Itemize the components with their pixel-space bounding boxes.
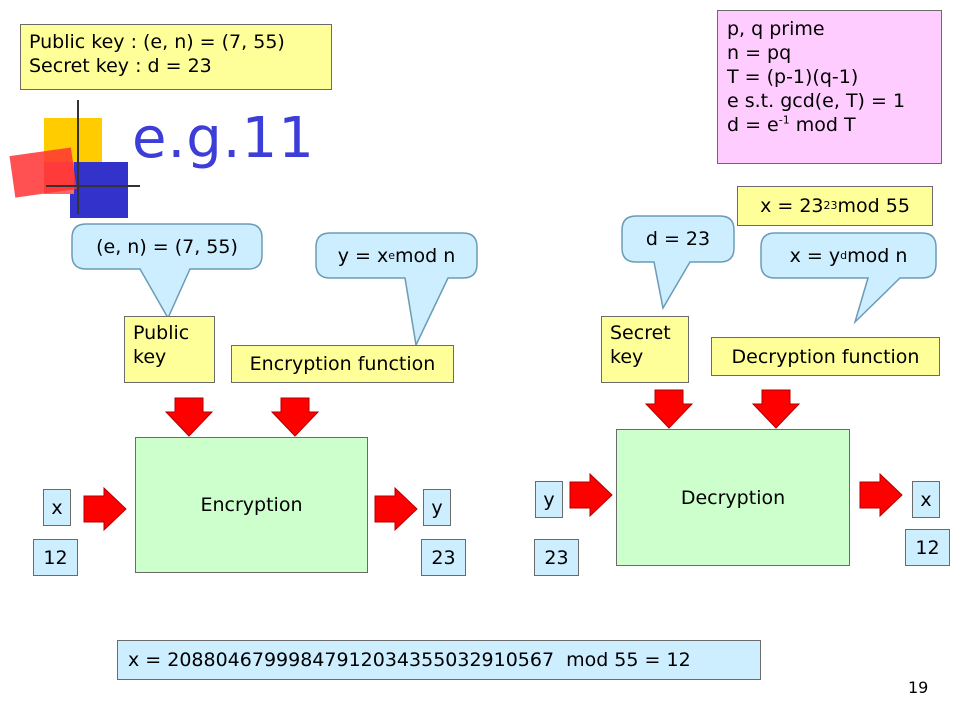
public-key-callout-text: (e, n) = (7, 55) <box>96 235 238 258</box>
encryption-function-label: Encryption function <box>231 345 454 383</box>
encryption-output-arrow <box>374 486 418 532</box>
slide-number: 19 <box>908 678 929 697</box>
decryption-output-arrow <box>859 472 903 518</box>
decryption-input-variable: y <box>535 481 563 518</box>
encryption-output-value: 23 <box>421 539 466 576</box>
slide-title: e.g.11 <box>132 106 315 171</box>
secret-key-callout-text: d = 23 <box>645 228 711 250</box>
decryption-output-variable: x <box>912 481 940 518</box>
rsa-line-d: d = e-1 mod T <box>727 113 856 136</box>
secret-key-callout-bubble <box>621 215 735 311</box>
encryption-input-value: 12 <box>33 539 78 576</box>
decryption-function-callout-bubble <box>760 232 937 325</box>
decryption-function-down-arrow <box>751 389 801 429</box>
encryption-block: Encryption <box>135 437 368 573</box>
encryption-function-callout-bubble <box>315 232 478 348</box>
public-key-down-arrow <box>164 397 214 437</box>
decryption-block: Decryption <box>616 429 850 566</box>
rsa-line-e: e s.t. gcd(e, T) = 1 <box>727 90 906 112</box>
encryption-input-variable: x <box>43 489 71 526</box>
rsa-line-totient: T = (p-1)(q-1) <box>727 66 859 88</box>
rsa-line-primes: p, q prime <box>727 18 825 40</box>
decorative-logo <box>9 100 140 218</box>
rsa-line-n: n = pq <box>727 42 792 64</box>
rsa-definitions-box: p, q prime n = pq T = (p-1)(q-1) e s.t. … <box>717 10 942 164</box>
secret-key-line: Secret key : d = 23 <box>29 55 212 77</box>
decryption-function-label: Decryption function <box>711 337 940 376</box>
decryption-output-value: 12 <box>905 529 950 566</box>
decryption-input-arrow <box>569 472 613 518</box>
encryption-input-arrow <box>83 486 127 532</box>
public-key-line: Public key : (e, n) = (7, 55) <box>29 31 285 53</box>
secret-key-down-arrow <box>644 389 694 429</box>
keys-box: Public key : (e, n) = (7, 55) Secret key… <box>20 24 332 90</box>
encryption-output-variable: y <box>423 489 451 526</box>
public-key-callout-bubble <box>71 223 263 320</box>
decryption-input-value: 23 <box>534 539 579 576</box>
encryption-function-down-arrow <box>270 397 320 437</box>
